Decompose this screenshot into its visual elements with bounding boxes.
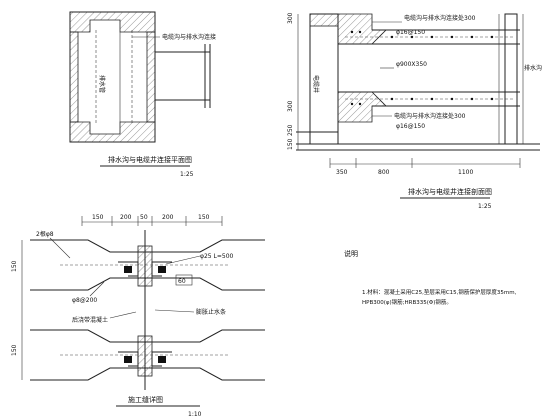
section-note-bottom: 电缆沟与排水沟连接处300 <box>394 112 466 120</box>
notes-line-2: HPB300(φ)钢筋;HRB335(Φ)钢筋。 <box>362 298 452 306</box>
cj-dim-top-5: 150 <box>198 214 210 221</box>
plan-wall-right <box>146 31 156 123</box>
plan-title: 排水沟与电缆井连接平面图 <box>108 155 192 164</box>
section-dim-left-4: 150 <box>287 138 294 150</box>
cj-dim-left-1: 150 <box>11 260 18 272</box>
construction-view: 150 200 50 200 150 60 150 150 <box>11 214 265 418</box>
section-label-left: 电缆井 <box>312 75 320 93</box>
notes-block: 说明 1.材料：混凝土采用C25,垫层采用C15,钢筋保护层厚度35mm, HP… <box>344 249 517 306</box>
section-pipe-label: φ900X350 <box>396 61 427 68</box>
plan-scale: 1:25 <box>180 171 194 178</box>
cj-dim-top-2: 200 <box>120 214 132 221</box>
plan-pipe-label: 排水管 <box>98 75 106 93</box>
plan-view: 电缆沟与排水沟连接 排水管 排水沟与电缆井连接平面图 1:25 <box>69 11 216 178</box>
cj-left-note: 后浇带混凝土 <box>72 316 108 324</box>
cj-title: 施工缝详图 <box>128 395 163 404</box>
section-dim-left-1: 300 <box>287 12 294 24</box>
cj-lower-slab <box>30 329 265 343</box>
plan-wall-top <box>69 11 156 33</box>
cj-bar-label: φ25 L=500 <box>200 253 234 260</box>
cj-dim-60: 60 <box>178 278 186 285</box>
cj-right-note: 膨胀止水条 <box>196 308 226 316</box>
plan-callout: 电缆沟与排水沟连接 <box>162 33 216 41</box>
section-title: 排水沟与电缆井连接剖面图 <box>408 187 492 196</box>
section-scale: 1:25 <box>478 203 492 210</box>
section-dim-bottom-3: 1100 <box>458 169 473 176</box>
section-dim-bottom-2: 800 <box>378 169 390 176</box>
section-label-right: 排水沟 <box>524 64 542 72</box>
cj-dim-top-4: 200 <box>162 214 174 221</box>
cj-scale: 1:10 <box>188 411 202 418</box>
section-bottom-haunch <box>337 91 387 123</box>
section-note-top: 电缆沟与排水沟连接处300 <box>404 14 476 22</box>
cj-upper-slab <box>30 239 265 253</box>
section-top-haunch <box>337 13 387 45</box>
section-rebar-2: φ16@150 <box>396 123 425 130</box>
section-drain-wall <box>504 13 518 145</box>
section-dim-bottom-1: 350 <box>336 169 348 176</box>
cj-dim-top-3: 50 <box>140 214 148 221</box>
section-view: 电缆井 排水沟 电缆沟与排水沟连接处300 φ16@150 φ900X350 电… <box>287 12 542 210</box>
plan-wall-left <box>69 31 79 123</box>
section-dim-left-2: 300 <box>287 100 294 112</box>
notes-heading: 说明 <box>344 249 358 258</box>
cj-dim-top-1: 150 <box>92 214 104 221</box>
cj-spacing-label: φ8@200 <box>72 297 97 304</box>
plan-wall-bottom <box>69 121 156 143</box>
notes-line-1: 1.材料：混凝土采用C25,垫层采用C15,钢筋保护层厚度35mm, <box>362 288 517 296</box>
section-rebar-1: φ16@150 <box>396 29 425 36</box>
cj-rebar-note: 2根φ8 <box>36 230 54 238</box>
section-dim-left-3: 250 <box>287 124 294 136</box>
cj-dim-left-2: 150 <box>11 344 18 356</box>
